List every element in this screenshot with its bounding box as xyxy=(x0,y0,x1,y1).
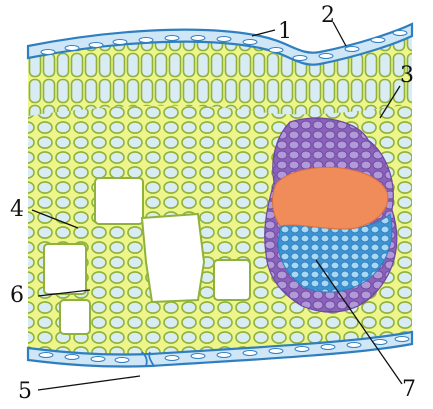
label-1: 1 xyxy=(278,19,292,44)
label-5: 5 xyxy=(18,379,32,404)
label-3: 3 xyxy=(400,63,414,88)
label-7: 7 xyxy=(402,377,416,402)
label-2: 2 xyxy=(321,3,335,28)
leader-line-5 xyxy=(38,376,140,390)
label-6: 6 xyxy=(10,283,24,308)
xylem-region xyxy=(273,167,388,229)
label-4: 4 xyxy=(10,197,24,222)
leader-line-1 xyxy=(252,30,275,36)
